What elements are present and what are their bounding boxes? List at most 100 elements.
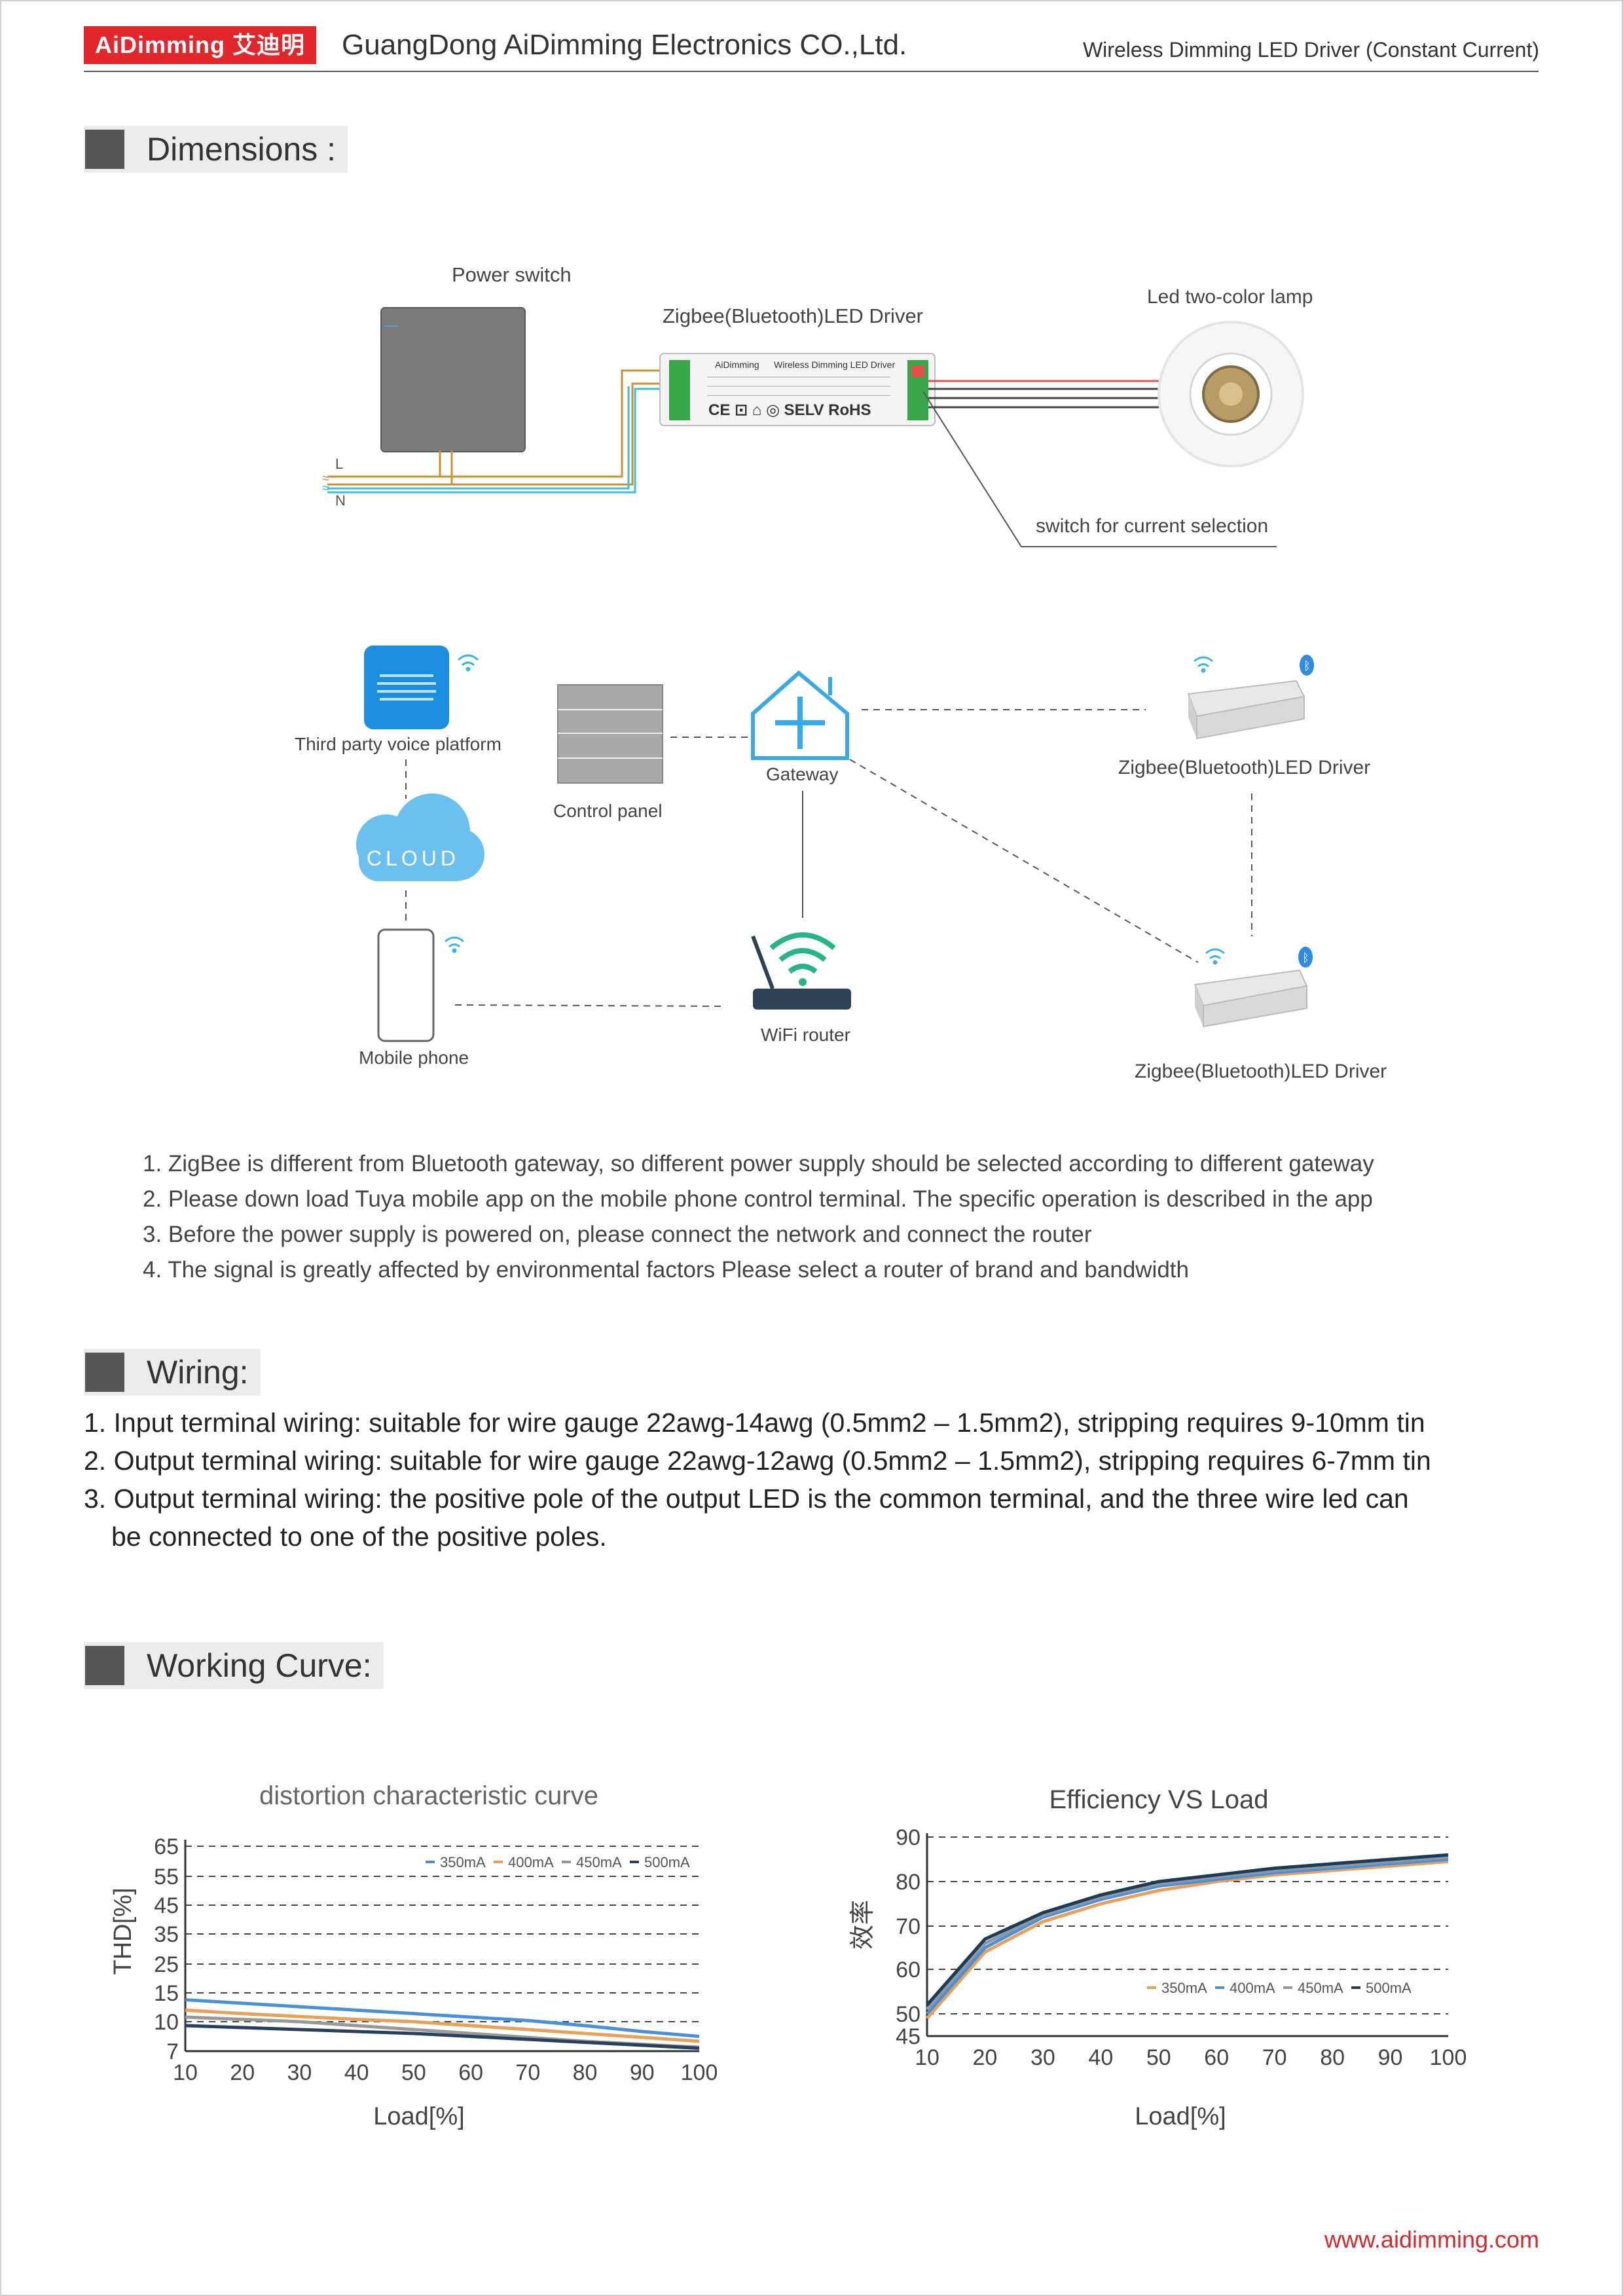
driver-a-label: Zigbee(Bluetooth)LED Driver bbox=[1118, 757, 1370, 778]
legend-label: 350mA bbox=[440, 1854, 486, 1870]
header-divider bbox=[84, 71, 1539, 72]
wiring-item-2: 2. Output terminal wiring: suitable for … bbox=[84, 1446, 1431, 1476]
wiring-item-3: 3. Output terminal wiring: the positive … bbox=[84, 1484, 1409, 1514]
x-tick-label: 70 bbox=[1262, 2045, 1287, 2070]
y-tick-label: 60 bbox=[896, 1958, 921, 1982]
chart-title: distortion characteristic curve bbox=[259, 1781, 598, 1810]
x-tick-label: 100 bbox=[681, 2060, 718, 2085]
y-tick-label: 65 bbox=[154, 1834, 179, 1859]
voice-platform-label: Third party voice platform bbox=[295, 734, 501, 754]
series-line-500mA bbox=[185, 2024, 700, 2050]
svg-text:ᛒ: ᛒ bbox=[1302, 951, 1309, 964]
line-l-label: L bbox=[335, 456, 343, 472]
legend-label: 350mA bbox=[1161, 1980, 1207, 1996]
y-tick-label: 45 bbox=[154, 1893, 179, 1918]
x-tick-label: 30 bbox=[1030, 2045, 1055, 2070]
chart-xlabel: Load[%] bbox=[1135, 2103, 1226, 2130]
x-tick-label: 50 bbox=[401, 2060, 426, 2085]
x-tick-label: 80 bbox=[1320, 2045, 1345, 2070]
series-line-400mA bbox=[926, 1857, 1449, 2015]
x-tick-label: 70 bbox=[515, 2060, 540, 2085]
wiring-item-1: 1. Input terminal wiring: suitable for w… bbox=[84, 1408, 1425, 1438]
line-n-label: N bbox=[335, 492, 346, 509]
product-name: Wireless Dimming LED Driver (Constant Cu… bbox=[1082, 38, 1539, 62]
power-switch-label: Power switch bbox=[452, 263, 572, 286]
y-tick-label: 15 bbox=[154, 1981, 179, 2006]
svg-text:CLOUD: CLOUD bbox=[367, 847, 460, 870]
series-line-500mA bbox=[926, 1853, 1449, 2007]
footer-url: www.aidimming.com bbox=[1324, 2226, 1539, 2253]
company-name: GuangDong AiDimming Electronics CO.,Ltd. bbox=[342, 29, 907, 61]
series-line-350mA bbox=[926, 1859, 1449, 2020]
x-tick-label: 40 bbox=[344, 2060, 369, 2085]
y-tick-label: 45 bbox=[896, 2024, 921, 2049]
efficiency-chart: Efficiency VS Load Load[%] 效率 4550607080… bbox=[849, 1785, 1467, 2130]
y-tick-label: 90 bbox=[896, 1825, 921, 1850]
note-4: 4. The signal is greatly affected by env… bbox=[143, 1257, 1189, 1283]
y-tick-label: 10 bbox=[154, 2010, 179, 2035]
y-tick-label: 55 bbox=[154, 1865, 179, 1889]
legend-label: 450mA bbox=[576, 1854, 622, 1870]
y-tick-label: 50 bbox=[896, 2002, 921, 2027]
note-1: 1. ZigBee is different from Bluetooth ga… bbox=[143, 1151, 1374, 1176]
svg-text:AiDimming: AiDimming bbox=[715, 359, 759, 370]
note-3: 3. Before the power supply is powered on… bbox=[143, 1222, 1092, 1247]
voice-platform-icon bbox=[364, 646, 449, 729]
x-tick-label: 80 bbox=[573, 2060, 598, 2085]
chart-ylabel: THD[%] bbox=[109, 1888, 137, 1975]
mobile-phone-label: Mobile phone bbox=[359, 1048, 469, 1068]
x-tick-label: 40 bbox=[1088, 2045, 1113, 2070]
series-line-350mA bbox=[185, 1998, 700, 2038]
chart-xlabel: Load[%] bbox=[373, 2103, 464, 2130]
y-tick-label: 7 bbox=[166, 2039, 179, 2064]
y-tick-label: 35 bbox=[154, 1922, 179, 1947]
x-tick-label: 30 bbox=[287, 2060, 312, 2085]
x-tick-label: 90 bbox=[1378, 2045, 1403, 2070]
network-diagram: Third party voice platform CLOUD Mobile … bbox=[295, 646, 1387, 1082]
y-tick-label: 25 bbox=[154, 1952, 179, 1977]
x-tick-label: 100 bbox=[1430, 2045, 1467, 2070]
y-tick-label: 70 bbox=[896, 1914, 921, 1939]
svg-text:≈: ≈ bbox=[322, 471, 329, 486]
router-label: WiFi router bbox=[761, 1025, 850, 1045]
svg-text:Wireless Dimming LED Driver: Wireless Dimming LED Driver bbox=[774, 359, 895, 370]
svg-text:ᛒ: ᛒ bbox=[1304, 659, 1311, 672]
series-line-450mA bbox=[926, 1855, 1449, 2011]
legend-label: 500mA bbox=[1366, 1980, 1412, 1996]
section-heading-working-curve: Working Curve: bbox=[84, 1642, 384, 1689]
x-tick-label: 20 bbox=[973, 2045, 998, 2070]
legend-label: 500mA bbox=[644, 1854, 690, 1870]
power-switch-image bbox=[380, 307, 526, 452]
cloud-icon bbox=[356, 793, 484, 881]
x-tick-label: 90 bbox=[630, 2060, 655, 2085]
x-tick-label: 10 bbox=[915, 2045, 939, 2070]
x-tick-label: 50 bbox=[1146, 2045, 1171, 2070]
led-driver-b-icon: ᛒ bbox=[1194, 947, 1313, 1028]
control-panel-label: Control panel bbox=[553, 801, 663, 821]
chart-ylabel: 效率 bbox=[849, 1900, 877, 1950]
gateway-label: Gateway bbox=[766, 764, 839, 784]
section-heading-wiring: Wiring: bbox=[84, 1349, 261, 1396]
driver-b-label: Zigbee(Bluetooth)LED Driver bbox=[1135, 1061, 1387, 1082]
wiring-item-3-cont: be connected to one of the positive pole… bbox=[111, 1522, 607, 1552]
legend-label: 450mA bbox=[1298, 1980, 1343, 1996]
led-driver-a-icon: ᛒ bbox=[1187, 655, 1314, 740]
section-heading-dimensions: Dimensions : bbox=[84, 126, 348, 173]
svg-text:≈: ≈ bbox=[322, 481, 329, 496]
note-2: 2. Please down load Tuya mobile app on t… bbox=[143, 1186, 1373, 1212]
gateway-icon bbox=[751, 670, 849, 760]
wiring-diagram: L N ≈ ≈ AiDimming Wireless Dimming LED D… bbox=[322, 263, 1313, 547]
switch-note-label: switch for current selection bbox=[1036, 515, 1268, 537]
legend-label: 400mA bbox=[508, 1854, 554, 1870]
svg-text:CE ⊡ ⌂ ◎ SELV RoHS: CE ⊡ ⌂ ◎ SELV RoHS bbox=[708, 401, 871, 419]
x-tick-label: 20 bbox=[230, 2060, 255, 2085]
thd-chart: distortion characteristic curve Load[%] … bbox=[109, 1781, 718, 2130]
driver-label: Zigbee(Bluetooth)LED Driver bbox=[663, 304, 923, 327]
legend-label: 400mA bbox=[1230, 1980, 1275, 1996]
x-tick-label: 60 bbox=[1204, 2045, 1229, 2070]
brand-logo: AiDimming 艾迪明 bbox=[84, 26, 316, 64]
x-tick-label: 60 bbox=[458, 2060, 483, 2085]
mobile-phone-icon bbox=[377, 928, 435, 1042]
x-tick-label: 10 bbox=[173, 2060, 198, 2085]
